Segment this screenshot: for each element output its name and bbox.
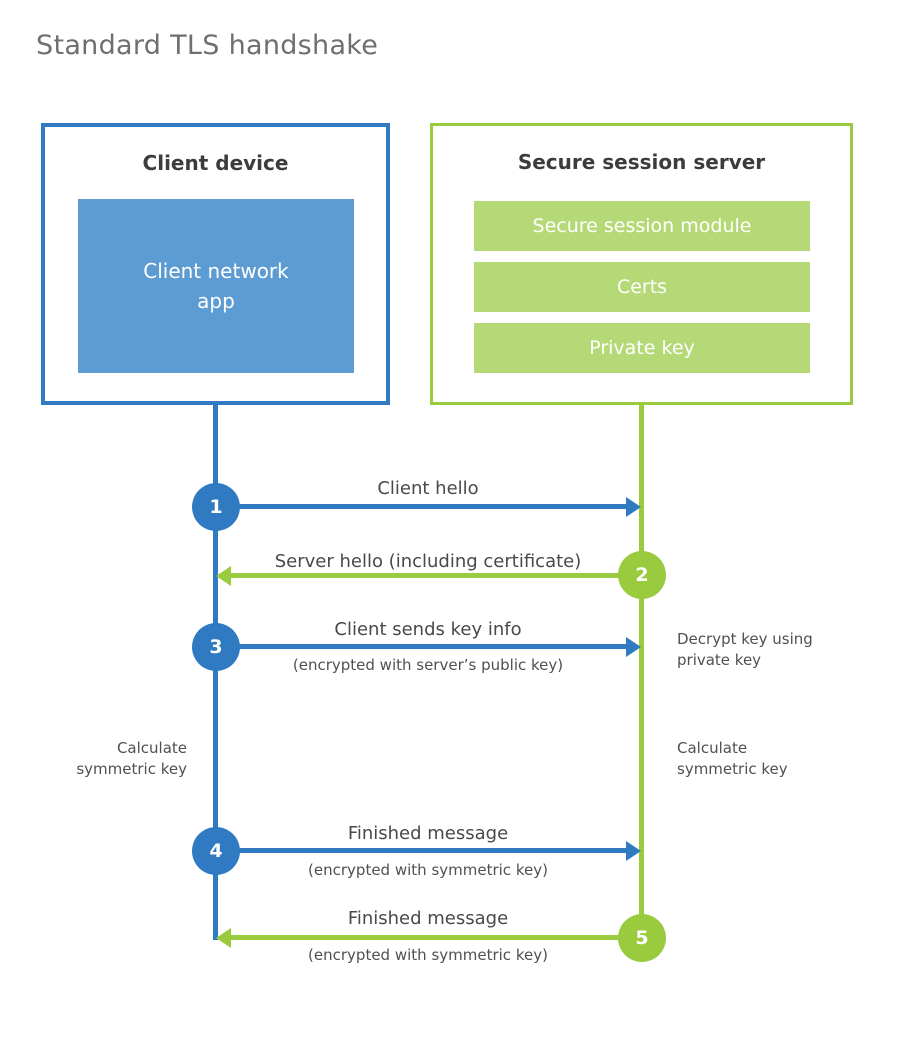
client-device-title: Client device xyxy=(142,151,289,175)
step-3-number: 3 xyxy=(209,636,223,658)
step-3-arrow-line xyxy=(238,644,628,649)
secure-session-server-title: Secure session server xyxy=(517,150,766,174)
step-5-sublabel: (encrypted with symmetric key) xyxy=(308,946,548,964)
secure-session-module-bar: Secure session module xyxy=(474,201,810,251)
step-5-arrow-line xyxy=(231,935,620,940)
secure-session-server-box: Secure session server Secure session mod… xyxy=(430,123,853,405)
step-4-label: Finished message xyxy=(347,823,509,844)
note-calculate-symmetric-key-client: Calculate symmetric key xyxy=(76,739,187,778)
step-5-number: 5 xyxy=(635,927,649,949)
note-decrypt-key: Decrypt key using private key xyxy=(677,630,813,669)
step-4-badge: 4 xyxy=(192,827,240,875)
step-5-label: Finished message xyxy=(347,908,509,929)
arrowhead-left-icon xyxy=(216,566,231,586)
private-key-bar: Private key xyxy=(474,323,810,373)
secure-session-module-label: Secure session module xyxy=(532,215,752,237)
note-calculate-symmetric-key-server: Calculate symmetric key xyxy=(677,739,788,778)
step-3-sublabel: (encrypted with server’s public key) xyxy=(292,656,564,674)
step-2-label: Server hello (including certificate) xyxy=(274,551,582,572)
client-network-app-box: Client network app xyxy=(78,199,354,373)
server-lifeline xyxy=(639,403,644,938)
private-key-label: Private key xyxy=(589,337,695,359)
step-2-arrow-line xyxy=(231,573,620,578)
step-2-number: 2 xyxy=(635,564,649,586)
client-lifeline xyxy=(213,403,218,940)
arrowhead-right-icon xyxy=(626,637,641,657)
arrowhead-left-icon xyxy=(216,928,231,948)
client-network-app-label: Client network app xyxy=(143,259,289,313)
step-1-badge: 1 xyxy=(192,483,240,531)
step-2-badge: 2 xyxy=(618,551,666,599)
step-1-arrow-line xyxy=(238,504,628,509)
arrowhead-right-icon xyxy=(626,497,641,517)
step-4-sublabel: (encrypted with symmetric key) xyxy=(308,861,548,879)
step-3-label: Client sends key info xyxy=(334,619,522,640)
step-4-arrow-line xyxy=(238,848,628,853)
certs-bar: Certs xyxy=(474,262,810,312)
step-4-number: 4 xyxy=(209,840,223,862)
client-device-box: Client device Client network app xyxy=(41,123,390,405)
certs-label: Certs xyxy=(616,276,668,298)
diagram-title: Standard TLS handshake xyxy=(36,30,379,61)
step-3-badge: 3 xyxy=(192,623,240,671)
step-5-badge: 5 xyxy=(618,914,666,962)
step-1-number: 1 xyxy=(209,496,223,518)
step-1-label: Client hello xyxy=(377,478,479,499)
arrowhead-right-icon xyxy=(626,841,641,861)
